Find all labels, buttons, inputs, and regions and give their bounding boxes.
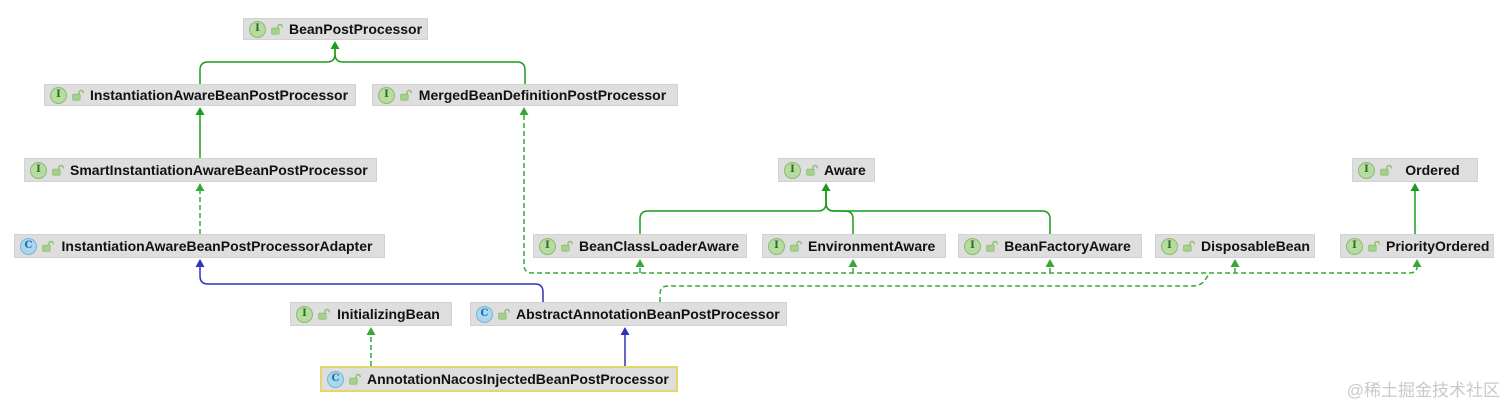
node-priority-ordered[interactable]: I PriorityOrdered <box>1340 234 1494 258</box>
arrowhead-instantiation-aware-bean-post-processor-adapter <box>195 259 205 267</box>
node-environment-aware[interactable]: I EnvironmentAware <box>762 234 946 258</box>
edge-abstract-annotation-bean-post-processor-to-merged-bean-definition-post-processor <box>523 115 1418 274</box>
public-open-lock-icon <box>52 164 64 176</box>
interface-icon: I <box>50 86 67 104</box>
edge-abstract-annotation-bean-post-processor-to-instantiation-aware-bean-post-processor-adapter <box>199 267 544 302</box>
node-label: Aware <box>824 162 866 178</box>
arrowhead-merged-bean-definition-post-processor <box>519 107 529 115</box>
edge-merged-bean-definition-post-processor-to-bean-post-processor <box>334 49 526 84</box>
public-open-lock-icon <box>986 240 998 252</box>
public-open-lock-icon <box>790 240 802 252</box>
node-label: Ordered <box>1405 162 1460 178</box>
node-label: InstantiationAwareBeanPostProcessor <box>90 87 349 103</box>
interface-icon: I <box>1161 237 1178 255</box>
edge-bean-class-loader-aware-to-aware <box>639 191 827 234</box>
node-bean-post-processor[interactable]: I BeanPostProcessor <box>243 18 428 40</box>
arrowhead-ordered <box>1410 183 1420 191</box>
arrowhead-smart-instantiation-aware-bean-post-processor <box>195 183 205 191</box>
arrowhead-abstract-annotation-bean-post-processor <box>620 327 630 335</box>
watermark: @稀土掘金技术社区 <box>1346 381 1500 400</box>
node-label: MergedBeanDefinitionPostProcessor <box>418 87 667 103</box>
edge-instantiation-aware-bean-post-processor-to-bean-post-processor <box>199 49 336 84</box>
node-label: InstantiationAwareBeanPostProcessorAdapt… <box>61 238 373 254</box>
node-initializing-bean[interactable]: I InitializingBean <box>290 302 452 326</box>
node-label: DisposableBean <box>1201 238 1310 254</box>
edge-bean-factory-aware-to-aware <box>825 191 1051 234</box>
public-open-lock-icon <box>498 308 510 320</box>
arrowhead-merged-bean-definition-post-processor <box>1412 259 1422 267</box>
node-smart-instantiation-aware-bean-post-processor[interactable]: I SmartInstantiationAwareBeanPostProcesso… <box>24 158 377 182</box>
public-open-lock-icon <box>561 240 573 252</box>
class-icon: C <box>20 237 37 255</box>
public-open-lock-icon <box>72 89 84 101</box>
node-ordered[interactable]: I Ordered <box>1352 158 1478 182</box>
interface-icon: I <box>249 20 266 38</box>
node-label: SmartInstantiationAwareBeanPostProcessor <box>70 162 368 178</box>
node-label: EnvironmentAware <box>808 238 936 254</box>
node-label: AbstractAnnotationBeanPostProcessor <box>516 306 780 322</box>
public-open-lock-icon <box>271 23 283 35</box>
node-label: PriorityOrdered <box>1386 238 1490 254</box>
interface-icon: I <box>1346 237 1363 255</box>
node-bean-class-loader-aware[interactable]: I BeanClassLoaderAware <box>533 234 747 258</box>
public-open-lock-icon <box>1368 240 1380 252</box>
node-annotation-nacos-injected-bean-post-processor[interactable]: C AnnotationNacosInjectedBeanPostProcesso… <box>320 366 678 392</box>
arrowhead-environment-aware <box>848 259 858 267</box>
interface-icon: I <box>378 86 395 104</box>
arrowhead-instantiation-aware-bean-post-processor <box>195 107 205 115</box>
interface-icon: I <box>539 237 556 255</box>
node-bean-factory-aware[interactable]: I BeanFactoryAware <box>958 234 1142 258</box>
interface-icon: I <box>30 161 47 179</box>
interface-icon: I <box>296 305 313 323</box>
interface-icon: I <box>1358 161 1375 179</box>
edge-abstract-annotation-bean-post-processor-to-implements-bus <box>659 273 1210 302</box>
public-open-lock-icon <box>1183 240 1195 252</box>
arrowhead-bean-class-loader-aware <box>635 259 645 267</box>
public-open-lock-icon <box>806 164 818 176</box>
node-merged-bean-definition-post-processor[interactable]: I MergedBeanDefinitionPostProcessor <box>372 84 678 106</box>
node-instantiation-aware-bean-post-processor-adapter[interactable]: C InstantiationAwareBeanPostProcessorAdap… <box>14 234 385 258</box>
public-open-lock-icon <box>318 308 330 320</box>
public-open-lock-icon <box>42 240 54 252</box>
class-icon: C <box>476 305 493 323</box>
node-disposable-bean[interactable]: I DisposableBean <box>1155 234 1315 258</box>
node-instantiation-aware-bean-post-processor[interactable]: I InstantiationAwareBeanPostProcessor <box>44 84 356 106</box>
arrowhead-bean-factory-aware <box>1045 259 1055 267</box>
interface-icon: I <box>784 161 801 179</box>
interface-icon: I <box>964 237 981 255</box>
public-open-lock-icon <box>1380 164 1392 176</box>
public-open-lock-icon <box>400 89 412 101</box>
class-icon: C <box>327 370 344 388</box>
edge-environment-aware-to-aware <box>825 191 854 234</box>
node-label: BeanPostProcessor <box>289 21 423 37</box>
node-label: InitializingBean <box>337 306 440 322</box>
public-open-lock-icon <box>349 373 361 385</box>
node-label: BeanClassLoaderAware <box>579 238 740 254</box>
arrowhead-initializing-bean <box>366 327 376 335</box>
arrowhead-bean-post-processor <box>330 41 340 49</box>
arrowhead-aware <box>821 183 831 191</box>
arrowhead-disposable-bean <box>1230 259 1240 267</box>
node-label: AnnotationNacosInjectedBeanPostProcessor <box>367 371 669 387</box>
node-label: BeanFactoryAware <box>1004 238 1131 254</box>
node-aware[interactable]: I Aware <box>778 158 875 182</box>
interface-icon: I <box>768 237 785 255</box>
node-abstract-annotation-bean-post-processor[interactable]: C AbstractAnnotationBeanPostProcessor <box>470 302 787 326</box>
